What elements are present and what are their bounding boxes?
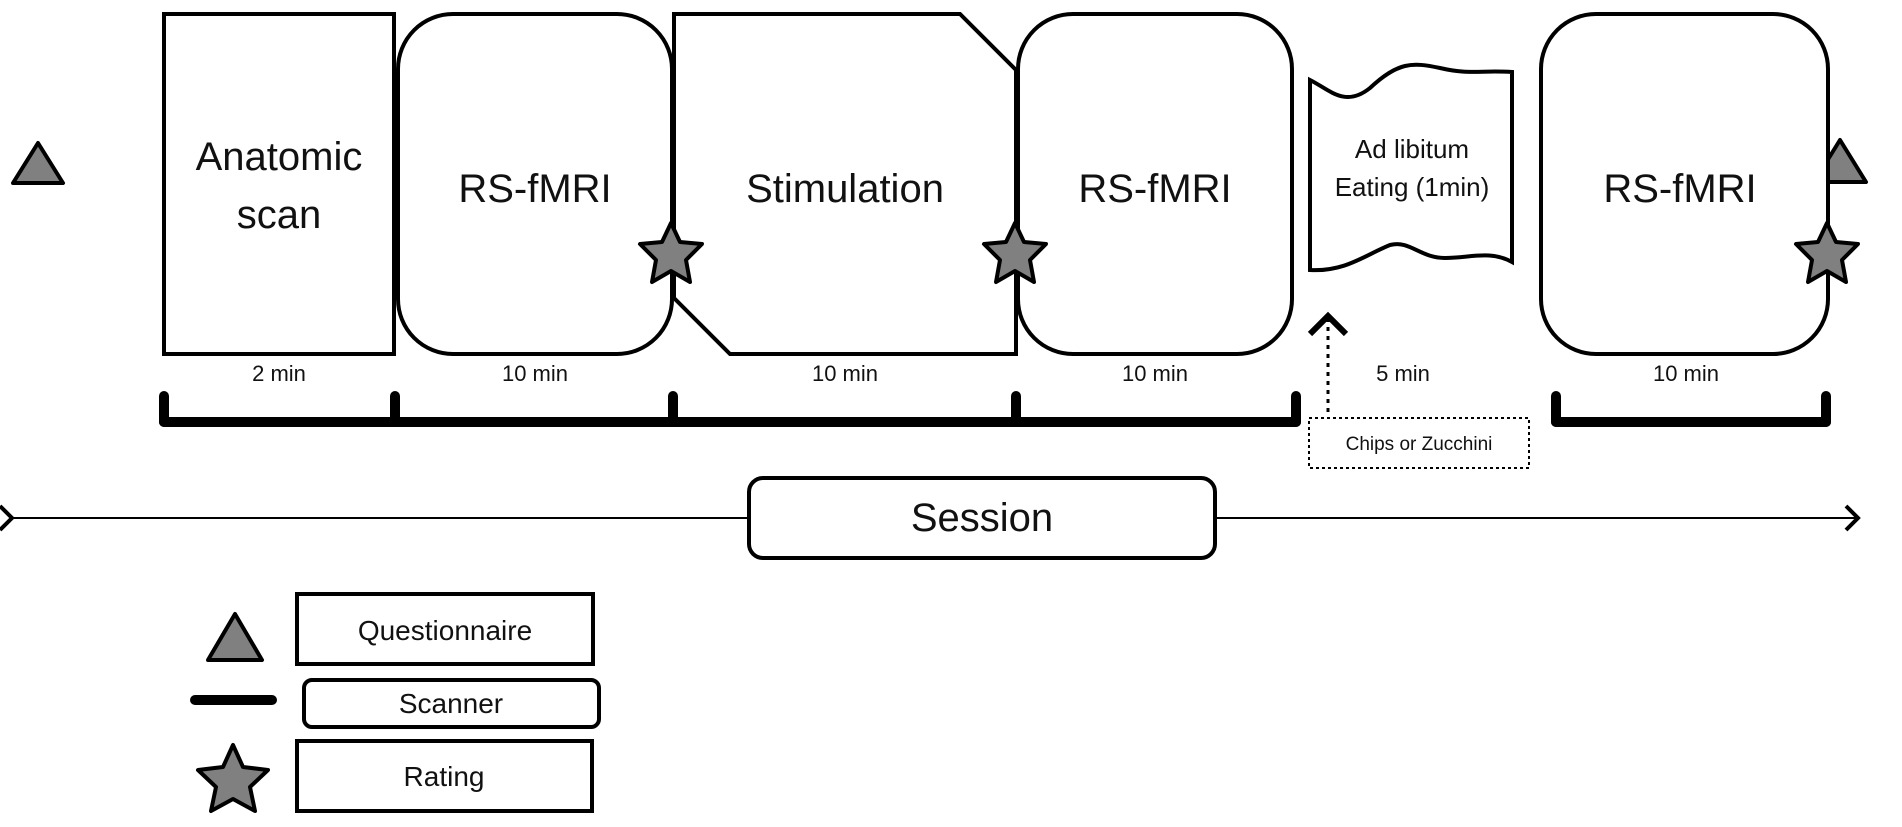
food-note-box (1308, 417, 1530, 469)
legend-star-icon (196, 743, 270, 813)
legend-rating-box (295, 739, 594, 813)
session-box (747, 476, 1217, 560)
legend-scanner-label: Scanner (399, 688, 503, 719)
scanner-bar-main (159, 391, 1301, 427)
stage-rs-fmri-1: RS-fMRI (396, 12, 674, 356)
duration-anatomic: 2 min (252, 361, 306, 386)
stage-stimulation: Stimulation (672, 12, 1018, 356)
legend-questionnaire-box (295, 592, 595, 666)
session-label: Session (911, 496, 1053, 540)
stage-rs-fmri-3: RS-fMRI (1539, 12, 1830, 356)
stage-ad-libitum-label-1: Ad libitum (1355, 134, 1469, 164)
rating-star-icon-2 (982, 221, 1048, 284)
legend-scanner-box (302, 678, 601, 729)
stage-anatomic-scan-label-2: scan (237, 193, 322, 237)
stage-ad-libitum-label-2: Eating (1min) (1335, 172, 1490, 202)
duration-stimulation: 10 min (812, 361, 878, 386)
duration-eating: 5 min (1376, 361, 1430, 386)
stage-stimulation-label: Stimulation (746, 167, 944, 211)
legend-rating-label: Rating (404, 761, 485, 792)
stage-rs-fmri-2-label: RS-fMRI (1078, 167, 1231, 211)
duration-rs-fmri-2: 10 min (1122, 361, 1188, 386)
rating-star-icon-3 (1794, 221, 1860, 284)
food-note-text: Chips or Zucchini (1346, 434, 1493, 455)
legend-triangle-icon (206, 612, 264, 662)
legend-questionnaire-label: Questionnaire (358, 615, 532, 646)
legend: Questionnaire Scanner Rating (190, 592, 601, 813)
duration-rs-fmri-3: 10 min (1653, 361, 1719, 386)
questionnaire-triangle-icon-start (11, 141, 65, 185)
stage-rs-fmri-2: RS-fMRI (1016, 12, 1294, 356)
scanner-bar-final (1551, 391, 1831, 427)
stage-rs-fmri-1-label: RS-fMRI (458, 167, 611, 211)
stage-rs-fmri-3-label: RS-fMRI (1603, 167, 1756, 211)
rating-star-icon-1 (638, 221, 704, 284)
duration-rs-fmri-1: 10 min (502, 361, 568, 386)
stage-anatomic-scan-label-1: Anatomic (196, 135, 363, 179)
stage-ad-libitum-eating: Ad libitum Eating (1min) (1308, 62, 1514, 273)
stage-anatomic-scan: Anatomic scan (162, 12, 396, 356)
